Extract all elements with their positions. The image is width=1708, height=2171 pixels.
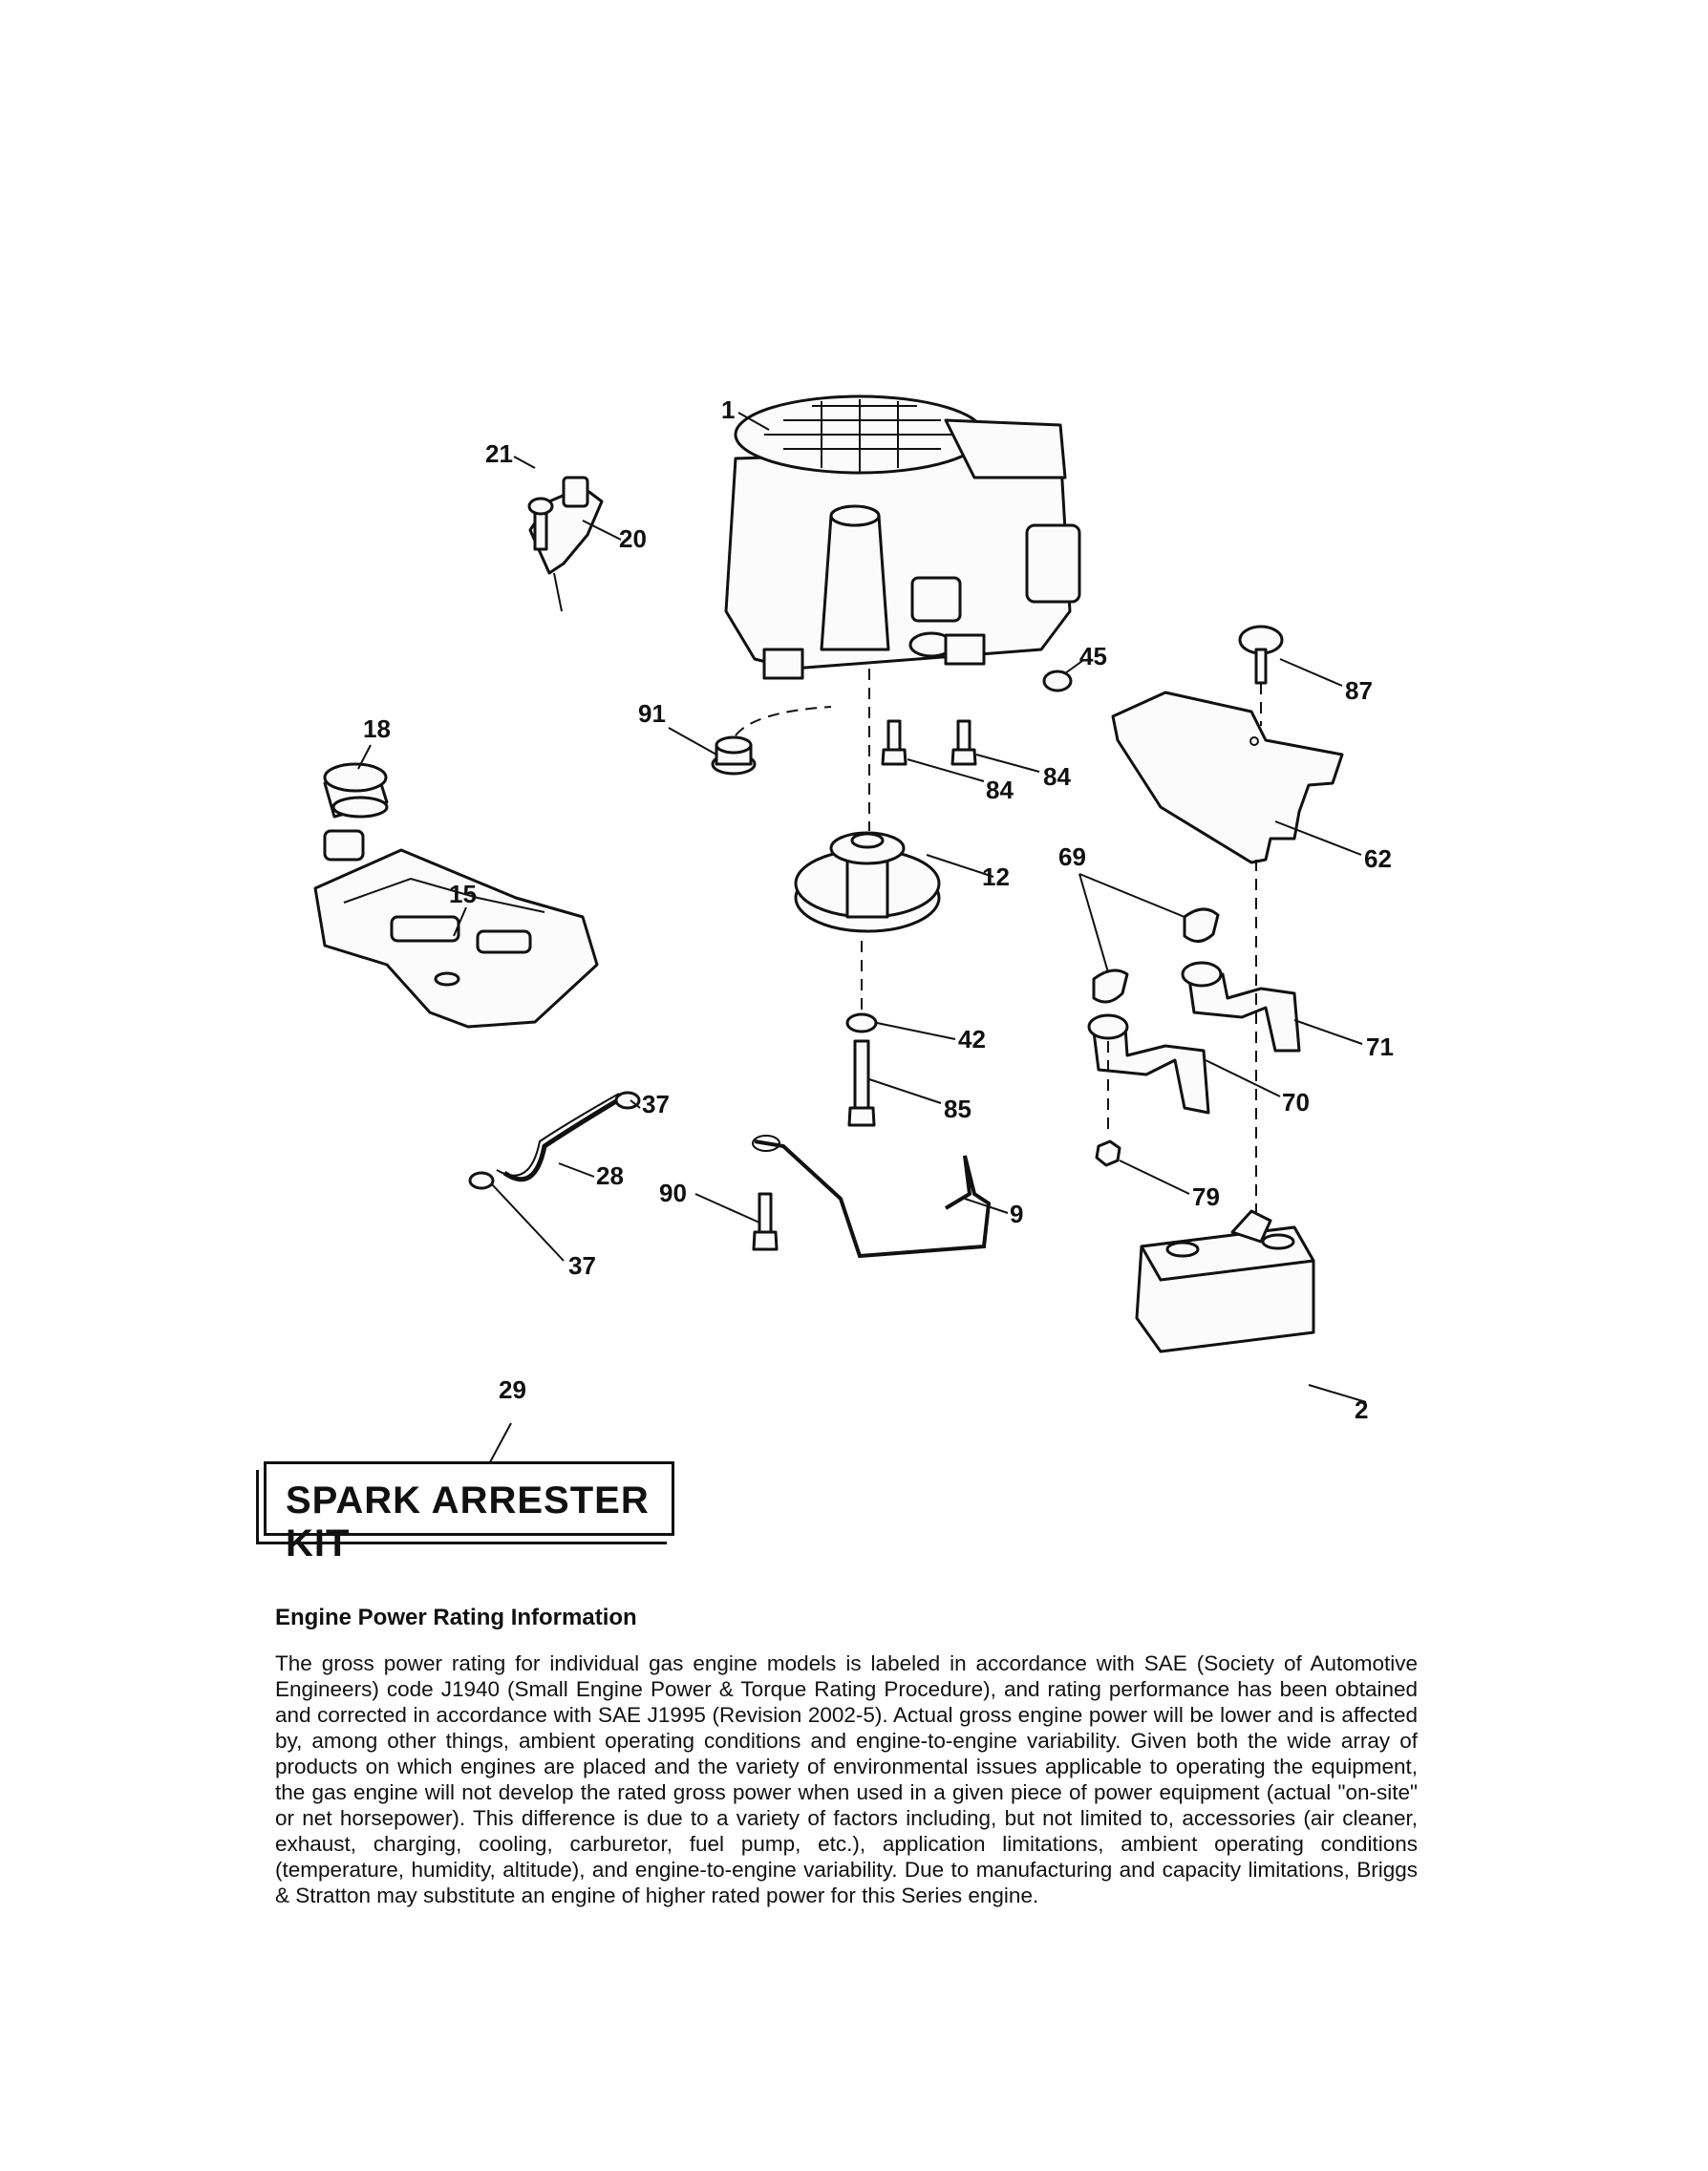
bushing-part [711, 735, 757, 776]
muffler-part [1135, 1209, 1315, 1353]
label-part-85: 85 [944, 1095, 971, 1123]
fuel-tank-part [313, 829, 599, 1029]
info-title: Engine Power Rating Information [275, 1605, 637, 1630]
label-part-45: 45 [1079, 642, 1107, 670]
bolt-85-part [847, 1039, 876, 1127]
label-part-79: 79 [1192, 1182, 1220, 1211]
bolt-84b-part [950, 719, 977, 766]
label-part-84a: 84 [986, 776, 1014, 804]
label-part-1: 1 [721, 395, 735, 424]
clamp-37a-part [614, 1091, 641, 1110]
info-body: The gross power rating for individual ga… [275, 1651, 1418, 1907]
label-part-37a: 37 [642, 1090, 670, 1118]
label-part-87: 87 [1345, 676, 1373, 705]
label-part-91: 91 [638, 699, 666, 728]
fuel-line-part [502, 1096, 623, 1182]
fuel-cap-part [323, 762, 389, 819]
engine-part [724, 394, 1081, 680]
spark-arrester-kit-label: SPARK ARRESTER KIT [286, 1479, 650, 1564]
label-part-20: 20 [619, 524, 647, 553]
label-part-2: 2 [1355, 1395, 1368, 1424]
leader-lines [357, 412, 1367, 1486]
label-part-37b: 37 [568, 1251, 596, 1280]
label-part-90: 90 [659, 1179, 687, 1207]
spark-arrester-kit-box: SPARK ARRESTER KIT [256, 1461, 674, 1564]
label-part-18: 18 [363, 714, 391, 743]
label-part-71: 71 [1366, 1032, 1394, 1061]
bracket-part [754, 1139, 992, 1259]
label-part-21: 21 [485, 439, 513, 468]
knob-87-part [1238, 625, 1284, 685]
gasket-69b-part [1183, 907, 1220, 943]
pulley-part [794, 831, 941, 933]
clamp-37b-part [468, 1171, 495, 1190]
label-part-84b: 84 [1043, 762, 1071, 791]
label-part-70: 70 [1282, 1088, 1310, 1117]
nut-part [1042, 670, 1073, 692]
part-labels: 1 2 9 12 15 18 20 21 28 29 37 37 42 45 6… [363, 395, 1394, 1424]
heat-shield-part [1111, 691, 1344, 864]
gasket-69a-part [1092, 968, 1129, 1004]
exhaust-pipe-70-part [1092, 1025, 1210, 1115]
label-part-15: 15 [449, 880, 477, 908]
washer-part [845, 1012, 878, 1033]
label-part-42: 42 [958, 1025, 986, 1054]
assembly-lines [735, 669, 1262, 1213]
label-part-28: 28 [596, 1161, 624, 1190]
label-part-69: 69 [1058, 842, 1086, 871]
bolt-90-part [752, 1192, 779, 1251]
label-part-62: 62 [1364, 844, 1392, 873]
bolt-21-part [527, 497, 554, 551]
bolt-79-part [1095, 1139, 1121, 1167]
bolt-84a-part [881, 719, 907, 766]
label-part-9: 9 [1010, 1200, 1023, 1228]
label-part-29: 29 [499, 1375, 526, 1404]
exhaust-pipe-71-part [1187, 972, 1301, 1053]
label-part-12: 12 [982, 862, 1010, 891]
